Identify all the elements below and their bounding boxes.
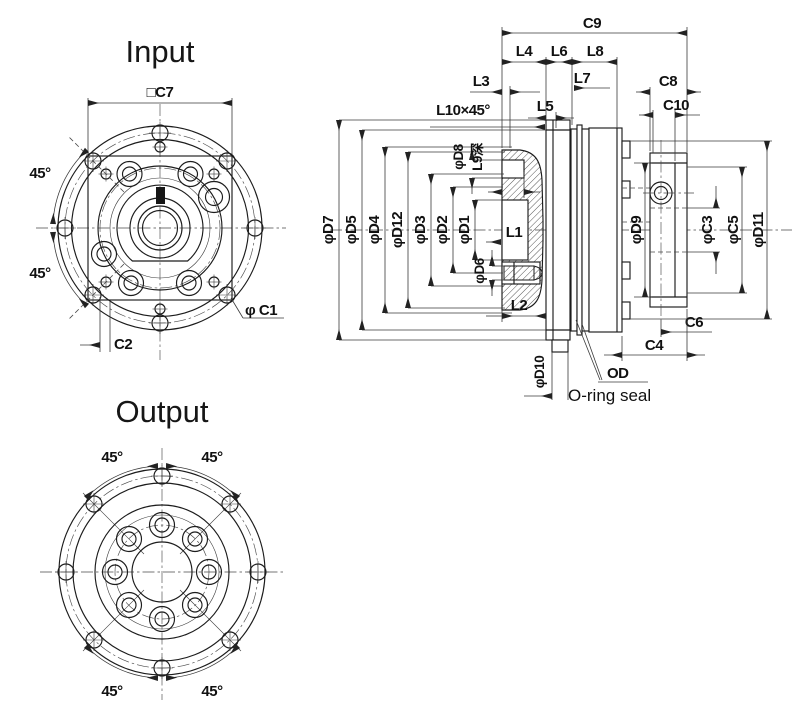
output-angle-br-label: 45° bbox=[201, 683, 223, 700]
section-dims-top: C9 L4 L6 L8 L7 L5 L3 L10×45° bbox=[430, 15, 701, 161]
dim-od-label: OD bbox=[607, 365, 629, 382]
dim-l1-label: L1 bbox=[506, 224, 523, 241]
input-square-flange bbox=[87, 155, 233, 301]
section-dims-right: φD9 φC3 φC5 φD11 bbox=[628, 140, 772, 320]
dim-l5-label: L5 bbox=[537, 98, 554, 115]
output-angle-tl-label: 45° bbox=[101, 449, 123, 466]
output-view-title: Output bbox=[115, 394, 208, 429]
flange-bottom-lip bbox=[551, 339, 569, 353]
dim-l6-label: L6 bbox=[551, 43, 568, 60]
dim-l4-label: L4 bbox=[516, 43, 534, 60]
section-housing bbox=[588, 127, 672, 333]
input-view-title: Input bbox=[126, 34, 195, 69]
dim-l7-label: L7 bbox=[574, 70, 591, 87]
section-output-flange bbox=[643, 140, 694, 320]
section-view: C9 L4 L6 L8 L7 L5 L3 L10×45° bbox=[320, 15, 792, 405]
input-dim-angles: 45° 45° bbox=[29, 136, 125, 320]
dim-d12-label: φD12 bbox=[389, 212, 406, 248]
dim-l2-label: L2 bbox=[511, 297, 528, 314]
section-dims-bottom: φD10 OD O-ring seal C6 C4 bbox=[524, 309, 712, 405]
input-keyway bbox=[156, 187, 165, 204]
input-dim-c1: φ C1 bbox=[230, 297, 284, 319]
input-angle-upper-label: 45° bbox=[29, 165, 51, 182]
dim-c6-label: C6 bbox=[685, 314, 703, 331]
output-dim-angles: 45° 45° 45° 45° bbox=[83, 449, 241, 700]
section-dims-center: L1 L2 bbox=[486, 224, 546, 322]
input-angle-lower-label: 45° bbox=[29, 265, 51, 282]
section-dims-left: φD7 φD5 φD4 φD12 φD3 φD2 φD1 φD8 bbox=[320, 119, 546, 341]
dim-l10-label: L10×45° bbox=[436, 102, 490, 119]
dim-d5-label: φD5 bbox=[343, 216, 360, 245]
section-screw bbox=[503, 265, 535, 281]
input-view: Input bbox=[29, 34, 286, 360]
dim-l3-label: L3 bbox=[473, 73, 490, 90]
section-input-flange bbox=[545, 119, 571, 353]
input-dim-c2-label: C2 bbox=[114, 336, 132, 353]
dim-l9-label: L9深 bbox=[469, 142, 485, 171]
dim-l8-label: L8 bbox=[587, 43, 604, 60]
dim-c9-label: C9 bbox=[583, 15, 601, 32]
dim-c4-label: C4 bbox=[645, 337, 664, 354]
dim-d7-label: φD7 bbox=[320, 216, 337, 245]
section-seal-plates bbox=[570, 124, 590, 336]
dim-d2-label: φD2 bbox=[434, 216, 451, 245]
dim-d11-label: φD11 bbox=[750, 212, 767, 248]
input-hub-flat bbox=[116, 184, 204, 262]
output-angle-bl-label: 45° bbox=[101, 683, 123, 700]
dim-d9-label: φD9 bbox=[628, 216, 645, 245]
dim-d10-label: φD10 bbox=[532, 356, 547, 388]
dim-c3-label: φC3 bbox=[699, 216, 716, 245]
oring-seal-label: O-ring seal bbox=[568, 386, 651, 405]
hub-top-hole bbox=[501, 159, 525, 179]
input-dim-c7: □C7 bbox=[87, 84, 233, 154]
input-dim-c1-label: φ C1 bbox=[245, 302, 277, 319]
input-dim-c2: C2 bbox=[80, 297, 133, 353]
dim-d4-label: φD4 bbox=[366, 215, 383, 245]
dim-d6-label: φD6 bbox=[472, 257, 487, 283]
dim-d1-label: φD1 bbox=[456, 216, 473, 245]
output-view: Output bbox=[40, 394, 284, 700]
input-dim-c7-label: □C7 bbox=[147, 84, 174, 101]
output-angle-tr-label: 45° bbox=[201, 449, 223, 466]
dim-d8-label: φD8 bbox=[451, 143, 466, 169]
hub-center-bore bbox=[501, 199, 529, 261]
dim-c5-label: φC5 bbox=[725, 216, 742, 245]
dim-c8-label: C8 bbox=[659, 73, 677, 90]
dim-c10-label: C10 bbox=[663, 97, 689, 114]
dim-d3-label: φD3 bbox=[412, 216, 429, 245]
